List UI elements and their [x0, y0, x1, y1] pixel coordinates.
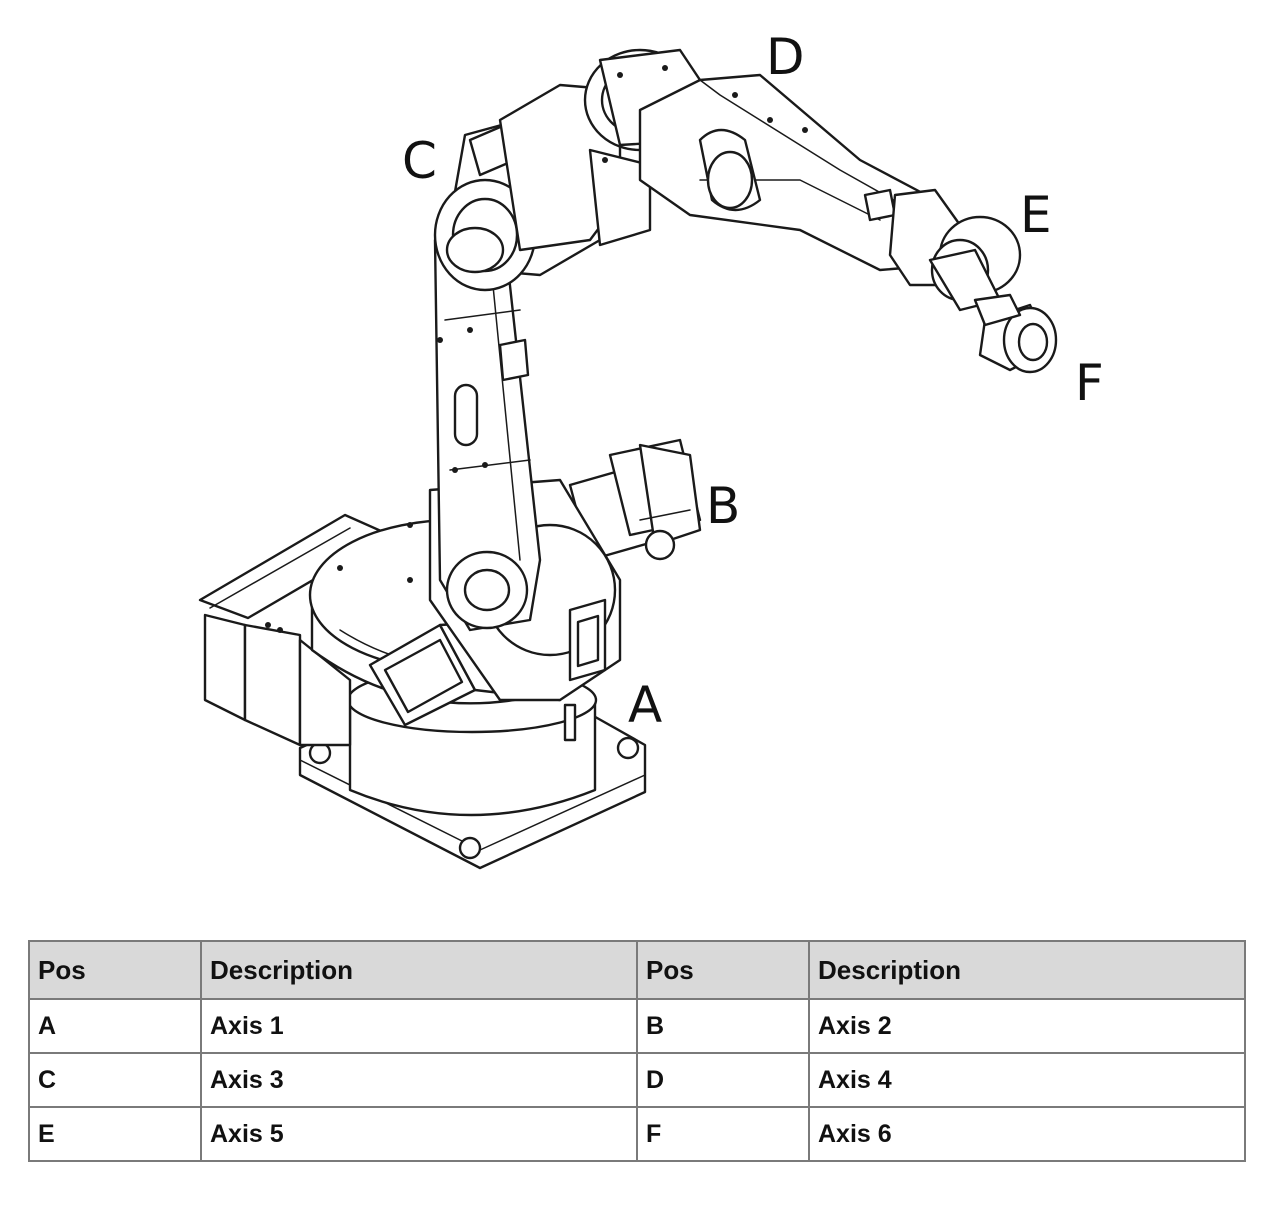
label-e: E	[1020, 186, 1052, 244]
cell-description: Axis 2	[808, 998, 1246, 1054]
header-description-1: Description	[200, 940, 638, 1000]
table-header-row: Pos Description Pos Description	[28, 940, 1246, 1000]
cell-pos: A	[28, 998, 202, 1054]
axis-table-container: Pos Description Pos Description A Axis 1…	[28, 940, 1246, 1162]
cell-pos: B	[636, 998, 810, 1054]
cell-pos: F	[636, 1106, 810, 1162]
cell-description: Axis 5	[200, 1106, 638, 1162]
axis-table: Pos Description Pos Description A Axis 1…	[28, 940, 1246, 1162]
wrist-joint	[888, 188, 1022, 312]
cell-pos: D	[636, 1052, 810, 1108]
robot-base	[298, 666, 647, 870]
label-b: B	[706, 477, 740, 535]
cell-pos: E	[28, 1106, 202, 1162]
header-description-2: Description	[808, 940, 1246, 1000]
side-housing	[198, 513, 392, 747]
cell-description: Axis 3	[200, 1052, 638, 1108]
cell-description: Axis 4	[808, 1052, 1246, 1108]
lower-arm	[433, 238, 542, 632]
label-f: F	[1075, 354, 1104, 412]
cell-description: Axis 6	[808, 1106, 1246, 1162]
cell-pos: C	[28, 1052, 202, 1108]
table-row: E Axis 5 F Axis 6	[28, 1106, 1246, 1162]
cell-description: Axis 1	[200, 998, 638, 1054]
label-d: D	[766, 28, 805, 86]
label-c: C	[402, 132, 437, 190]
robot-diagram: A B C D E F	[198, 28, 1104, 870]
label-a: A	[628, 676, 662, 734]
header-pos-2: Pos	[636, 940, 810, 1000]
axis-2-motor	[568, 438, 702, 562]
forearm	[638, 73, 947, 272]
table-row: A Axis 1 B Axis 2	[28, 998, 1246, 1054]
robot-drawing: A B C D E F	[198, 28, 1104, 870]
header-pos-1: Pos	[28, 940, 202, 1000]
tool-flange	[973, 293, 1058, 374]
table-row: C Axis 3 D Axis 4	[28, 1052, 1246, 1108]
